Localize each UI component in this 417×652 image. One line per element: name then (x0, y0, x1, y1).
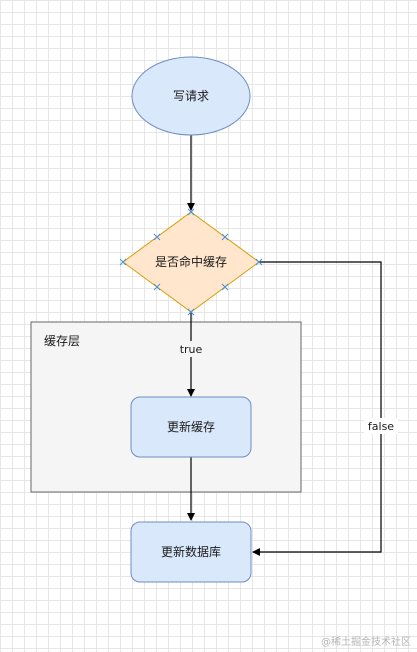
false-label-background (364, 418, 398, 434)
connection-point-lower-left (153, 283, 161, 291)
cache-layer-label: 缓存层 (44, 334, 80, 348)
connection-point-bottom (187, 308, 195, 316)
connection-point-left (119, 258, 127, 266)
update-cache-node[interactable] (130, 396, 252, 458)
start-node[interactable] (131, 56, 251, 136)
update-db-node[interactable] (130, 521, 252, 583)
connection-point-upper-right (221, 233, 229, 241)
edge-decision-to-update-db[interactable] (252, 261, 382, 556)
watermark: @稀土掘金技术社区 (321, 637, 411, 648)
start-node-label: 写请求 (173, 89, 209, 103)
connection-point-top (187, 208, 195, 216)
decision-node-label: 是否命中缓存 (155, 254, 227, 269)
edge-label-false: false (368, 420, 394, 433)
decision-connection-points (119, 208, 263, 316)
edge-label-true: true (180, 343, 203, 356)
update-db-node-label: 更新数据库 (161, 544, 221, 559)
true-label-background (177, 341, 205, 357)
connection-point-lower-right (221, 283, 229, 291)
connection-point-right (255, 258, 263, 266)
connection-point-upper-left (153, 233, 161, 241)
update-cache-node-label: 更新缓存 (167, 419, 215, 434)
